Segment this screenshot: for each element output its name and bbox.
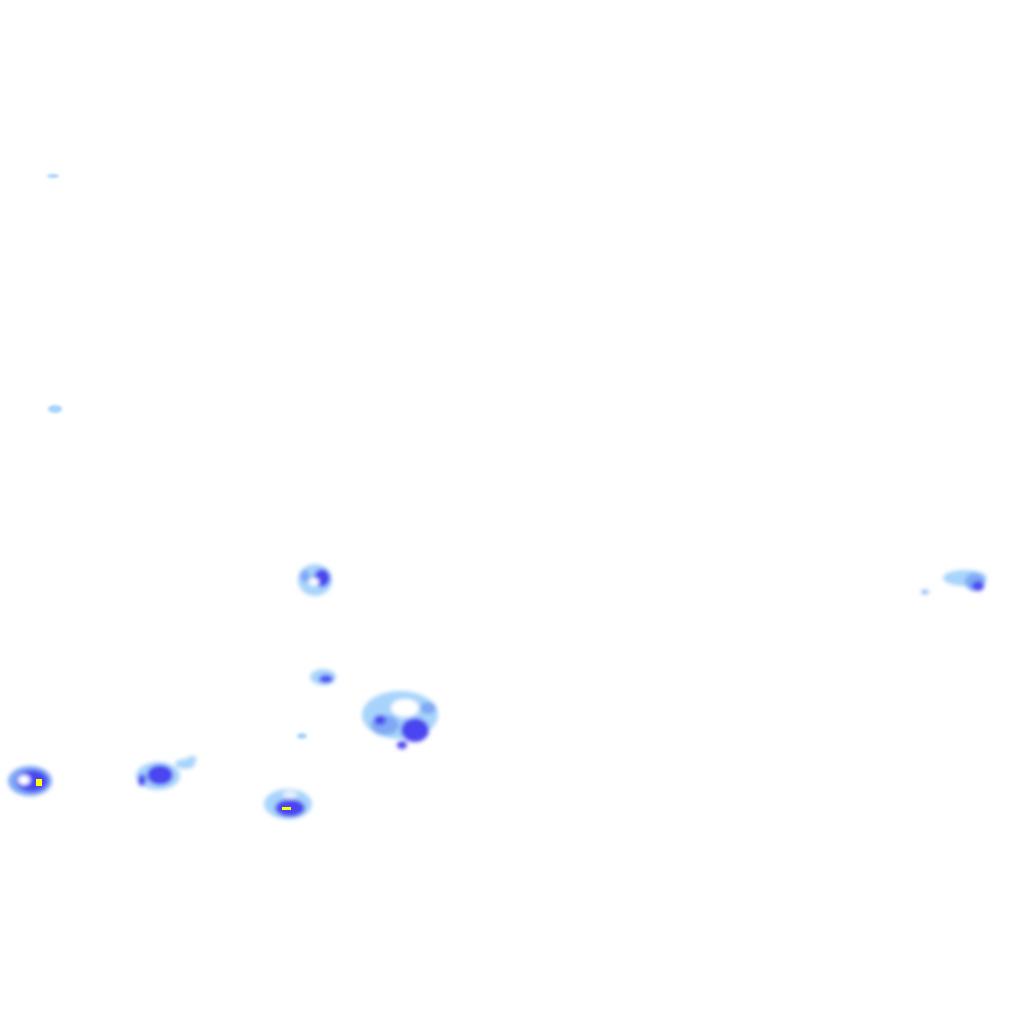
rain-cell-top-left-2 [48,405,62,413]
extreme-cell-2 [282,807,291,810]
rain-cell-center-1 [298,564,332,596]
rain-cell-bottom [264,789,312,819]
extreme-cell-1 [36,779,42,786]
rain-cell-large [362,691,438,749]
rain-cell-left-mid [136,756,197,790]
rain-cell-small [297,733,307,739]
rain-cell-top-left-1 [47,174,59,178]
rain-cell-right [921,570,987,594]
rain-cell-center-2 [310,669,336,685]
rain-cell-far-left [8,766,52,796]
